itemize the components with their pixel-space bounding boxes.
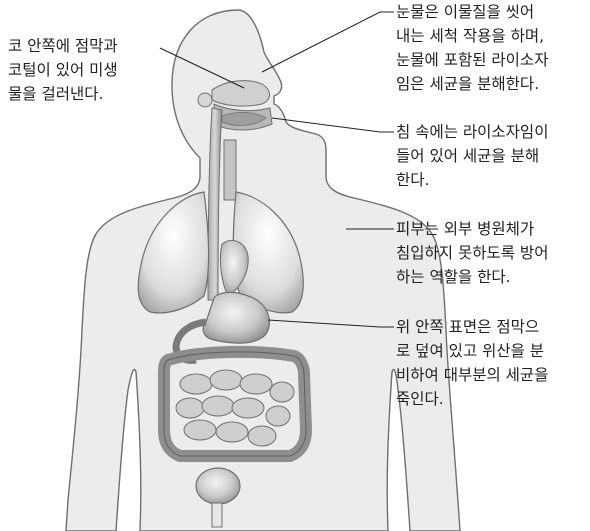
label-tears-line: 임은 세균을 분해한다.: [396, 72, 548, 96]
label-skin-line: 침입하지 못하도록 방어: [396, 241, 548, 265]
label-skin-line: 하는 역할을 한다.: [396, 265, 548, 289]
label-stomach-line: 로 덮여 있고 위산을 분: [396, 339, 548, 363]
label-stomach: 위 안쪽 표면은 점막으 로 덮여 있고 위산을 분 비하여 대부분의 세균을 …: [396, 315, 548, 411]
label-nose-line: 코 안쪽에 점막과: [8, 34, 118, 58]
label-nose: 코 안쪽에 점막과 코털이 있어 미생 물을 걸러낸다.: [8, 34, 118, 106]
label-tears-line: 눈물에 포함된 라이소자: [396, 48, 548, 72]
label-saliva: 침 속에는 라이소자임이 들어 있어 세균을 분해 한다.: [396, 120, 548, 192]
label-skin: 피부는 외부 병원체가 침입하지 못하도록 방어 하는 역할을 한다.: [396, 217, 548, 289]
trachea: [224, 140, 236, 200]
label-stomach-line: 죽인다.: [396, 387, 548, 411]
label-saliva-line: 한다.: [396, 168, 548, 192]
label-skin-line: 피부는 외부 병원체가: [396, 217, 548, 241]
urethra: [212, 503, 222, 527]
label-saliva-line: 들어 있어 세균을 분해: [396, 144, 548, 168]
label-tears-line: 눈물은 이물질을 씻어: [396, 0, 548, 24]
ear: [198, 93, 212, 107]
leader-line-tears: [262, 12, 394, 72]
label-saliva-line: 침 속에는 라이소자임이: [396, 120, 548, 144]
bladder: [196, 468, 240, 504]
label-tears-line: 내는 세척 작용을 하며,: [396, 24, 548, 48]
label-tears: 눈물은 이물질을 씻어 내는 세척 작용을 하며, 눈물에 포함된 라이소자 임…: [396, 0, 548, 96]
label-stomach-line: 비하여 대부분의 세균을: [396, 363, 548, 387]
label-nose-line: 코털이 있어 미생: [8, 58, 118, 82]
label-nose-line: 물을 걸러낸다.: [8, 82, 118, 106]
label-stomach-line: 위 안쪽 표면은 점막으: [396, 315, 548, 339]
